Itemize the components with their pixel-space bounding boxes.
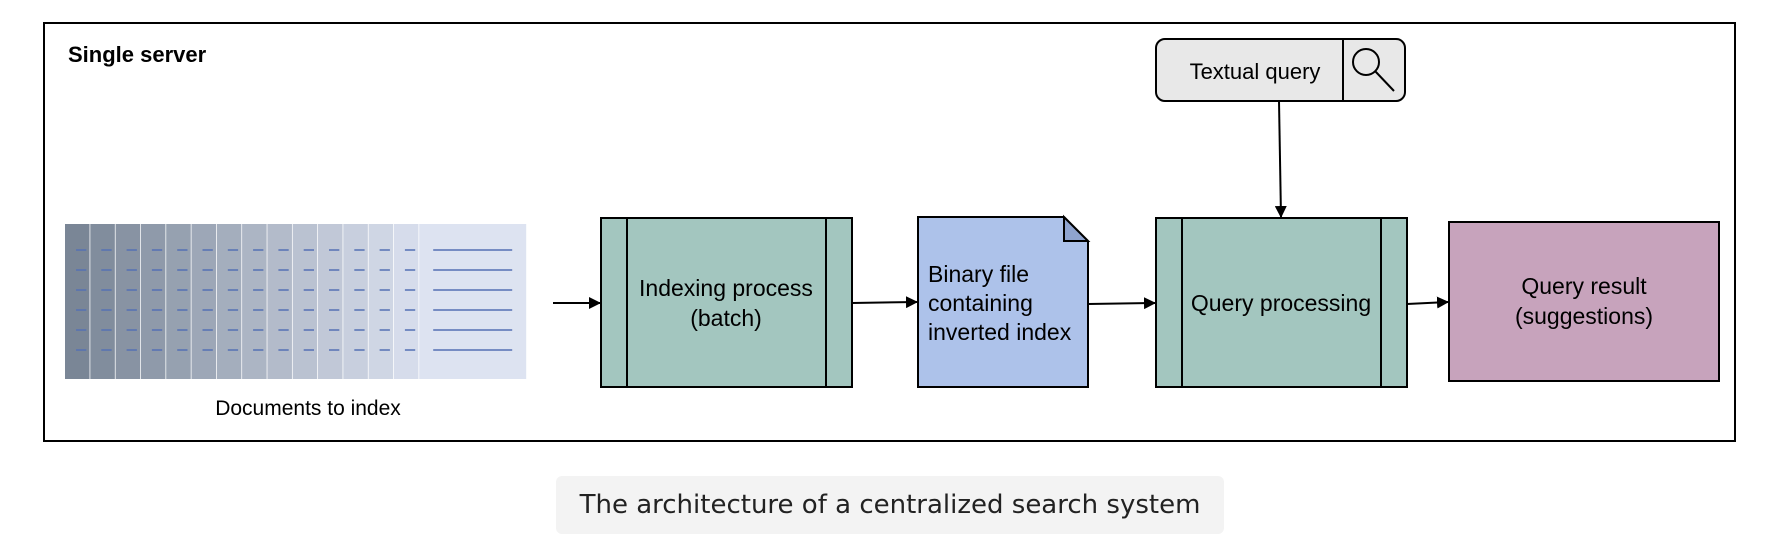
document-page bbox=[115, 224, 141, 379]
arrow-textual-query-to-query-processing bbox=[1274, 100, 1287, 218]
arrow-query-processing-to-result bbox=[1406, 296, 1449, 309]
document-page bbox=[318, 224, 344, 379]
caption: The architecture of a centralized search… bbox=[556, 476, 1224, 534]
documents-stack bbox=[65, 224, 527, 379]
container-label: Single server bbox=[68, 42, 207, 67]
document-page bbox=[267, 224, 293, 379]
query-processing-label: Query processing bbox=[1191, 290, 1371, 316]
document-page bbox=[90, 224, 116, 379]
query-result-sublabel: (suggestions) bbox=[1515, 303, 1653, 329]
indexing-process-node: Indexing process (batch) bbox=[600, 217, 853, 388]
document-page bbox=[419, 224, 527, 379]
indexing-process-sublabel: (batch) bbox=[690, 305, 762, 331]
search-icon bbox=[1352, 48, 1395, 92]
architecture-diagram: Single server Documents to index Indexin… bbox=[43, 22, 1736, 442]
binary-file-label-1: Binary file bbox=[928, 261, 1029, 287]
document-page bbox=[292, 224, 318, 379]
binary-file-label-3: inverted index bbox=[928, 319, 1072, 345]
document-page bbox=[368, 224, 394, 379]
document-page bbox=[216, 224, 243, 379]
indexing-process-label: Indexing process bbox=[639, 275, 813, 301]
binary-file-node: Binary file containing inverted index bbox=[917, 214, 1091, 388]
document-page bbox=[242, 224, 268, 379]
query-result-label: Query result bbox=[1521, 273, 1647, 299]
arrow-binary-file-to-query-processing bbox=[1087, 297, 1156, 310]
arrow-indexing-to-binary-file bbox=[851, 296, 918, 309]
query-result-node: Query result (suggestions) bbox=[1448, 221, 1720, 382]
document-page bbox=[65, 224, 91, 379]
caption-text: The architecture of a centralized search… bbox=[579, 490, 1201, 520]
binary-file-label-2: containing bbox=[928, 290, 1033, 316]
documents-label: Documents to index bbox=[215, 397, 401, 420]
document-page bbox=[393, 224, 420, 379]
document-page bbox=[140, 224, 167, 379]
query-processing-node: Query processing bbox=[1155, 217, 1408, 388]
textual-query-label: Textual query bbox=[1190, 59, 1321, 84]
document-page bbox=[191, 224, 217, 379]
document-icon bbox=[917, 216, 1089, 388]
textual-query-node: Textual query bbox=[1155, 38, 1406, 102]
document-page bbox=[166, 224, 192, 379]
document-page bbox=[343, 224, 369, 379]
